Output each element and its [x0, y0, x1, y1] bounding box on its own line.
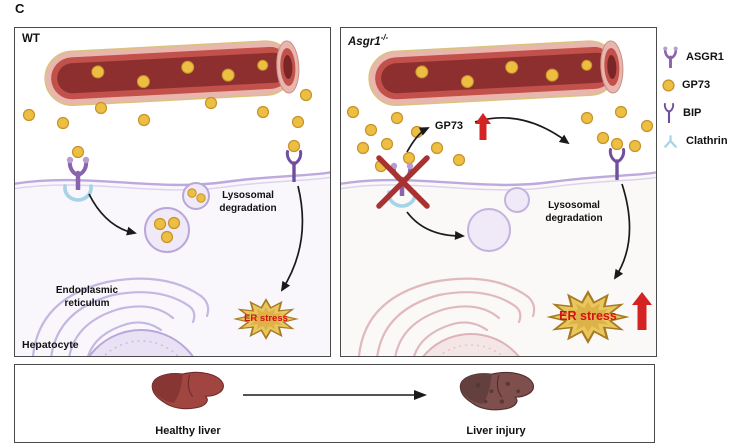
legend-item-gp73: GP73: [662, 74, 732, 96]
blood-vessel: [367, 38, 625, 108]
arrow-bip-to-er-stress: [280, 185, 304, 292]
asgr1-ko-panel: Asgr1-/- GP73 Lysosomal degradation ER s…: [340, 27, 657, 357]
bip-receptor-icon: [662, 103, 676, 123]
figure-label: C: [15, 1, 25, 16]
legend-item-asgr1: ASGR1: [662, 46, 732, 68]
gp73-dot-bound-bip: [610, 137, 624, 151]
ko-panel-art: [341, 38, 656, 356]
blood-vessel: [43, 38, 301, 108]
liver-outcome-art: [151, 371, 535, 411]
progression-arrow: [243, 390, 427, 400]
er-stress-label: ER stress: [244, 313, 288, 324]
clathrin-icon: [662, 134, 679, 149]
lysosomal-degradation-label: Lysosomal degradation: [219, 190, 277, 214]
red-cross-icon: [376, 155, 430, 209]
liver-outcome-panel: Healthy liver Liver injury: [14, 364, 655, 443]
gp73-dot-icon: [662, 79, 675, 92]
ko-knockout-superscript: -/-: [380, 33, 389, 42]
lysosome-small-empty: [504, 187, 530, 213]
legend-item-clathrin: Clathrin: [662, 130, 732, 152]
legend-label-clathrin: Clathrin: [686, 135, 728, 147]
injured-liver: [459, 371, 535, 411]
legend: ASGR1 GP73 BIP Clathrin: [662, 46, 732, 158]
er-stress-label: ER stress: [559, 309, 617, 323]
hepatocyte-label: Hepatocyte: [22, 339, 79, 351]
lysosome-large-empty: [467, 208, 511, 252]
red-up-arrow-er-stress: [632, 292, 652, 330]
wt-panel-title: WT: [22, 33, 40, 45]
legend-item-bip: BIP: [662, 102, 732, 124]
gp73-dot-bound-asgr1: [71, 145, 85, 159]
gp73-dots-extracellular: [22, 88, 313, 130]
gp73-dots-extracellular: [346, 105, 654, 173]
ko-gene-name: Asgr1: [348, 35, 381, 48]
lysosomal-degradation-label: Lysosomal degradation: [545, 200, 603, 224]
wt-panel: WT Lysosomal degradation Endoplasmic ret…: [14, 27, 331, 357]
liver-injury-label: Liver injury: [466, 425, 526, 437]
cell-membrane: [15, 171, 330, 191]
gp73-dot-bound-bip: [287, 139, 301, 153]
gp73-label: GP73: [434, 120, 464, 132]
endoplasmic-reticulum-label: Endoplasmic reticulum: [55, 285, 119, 309]
healthy-liver: [151, 371, 224, 410]
legend-label-bip: BIP: [683, 107, 702, 119]
nucleus: [88, 329, 194, 356]
ko-panel-title: Asgr1-/-: [348, 33, 388, 48]
endoplasmic-reticulum: [357, 277, 536, 356]
arrow-bip-to-er-stress: [613, 183, 631, 280]
endoplasmic-reticulum: [31, 277, 210, 356]
injury-mottling: [475, 381, 521, 404]
arrow-dots-to-gp73: [406, 127, 430, 153]
legend-label-gp73: GP73: [682, 79, 711, 91]
asgr1-receptor-icon: [662, 46, 679, 68]
arrow-endocytosis: [88, 193, 137, 236]
arrow-blocked-endocytosis: [406, 211, 465, 240]
lysosome-large: [144, 207, 190, 253]
nucleus: [422, 333, 520, 356]
lysosome-small: [182, 182, 210, 210]
red-up-arrow-gp73: [475, 113, 491, 140]
wt-panel-art: [15, 38, 330, 356]
healthy-liver-label: Healthy liver: [155, 425, 221, 437]
legend-label-asgr1: ASGR1: [686, 51, 724, 63]
